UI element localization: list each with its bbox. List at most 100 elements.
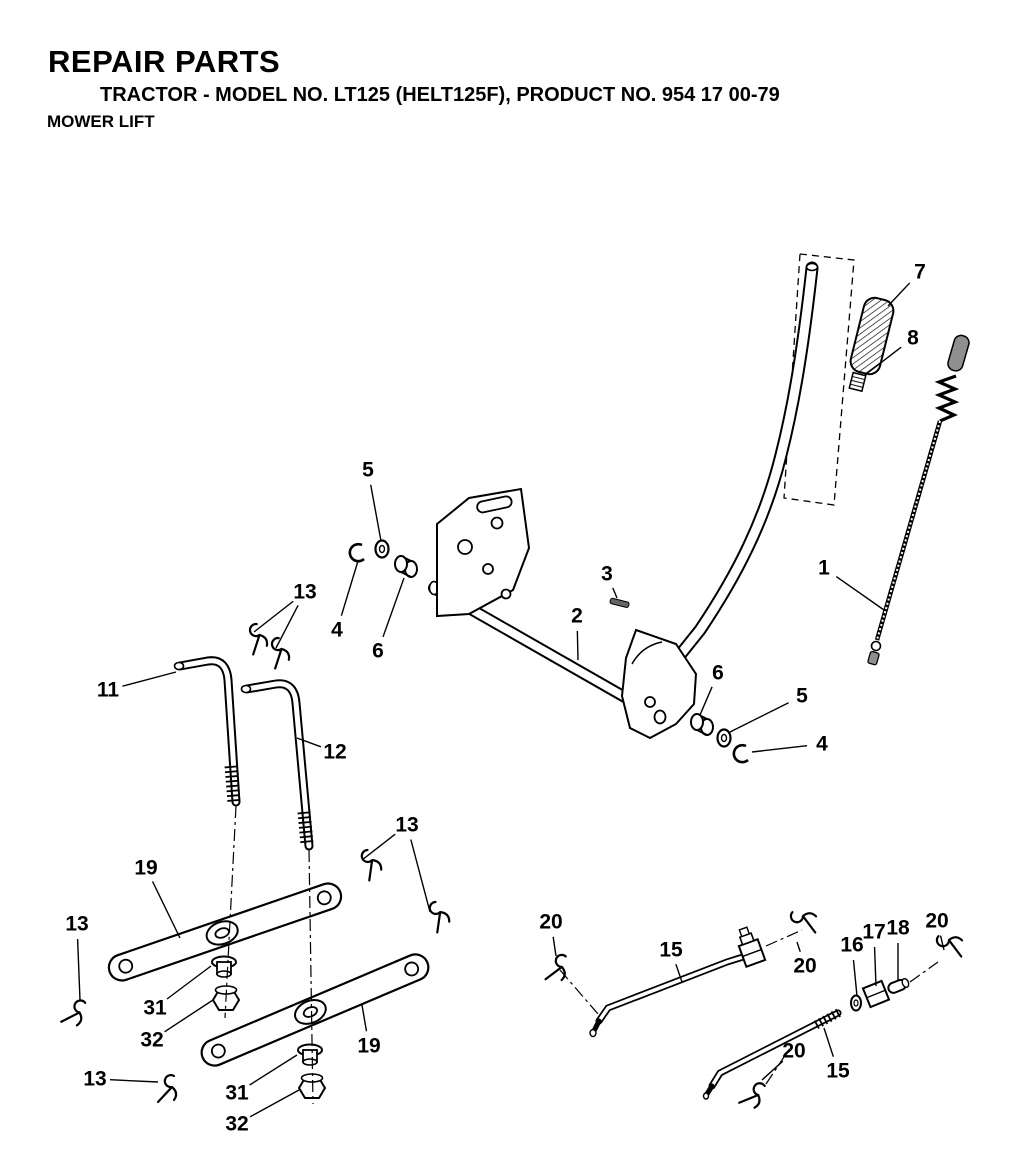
part-number-label: 32 — [225, 1113, 248, 1136]
part-callout-13: 13 — [83, 1068, 159, 1091]
hairpin-clip — [420, 898, 454, 934]
part-callout-4: 4 — [331, 560, 359, 642]
leader-line — [864, 346, 902, 376]
rod-foot — [589, 1028, 597, 1038]
part-number-label: 15 — [826, 1060, 850, 1083]
shaft-hardware-left — [348, 539, 418, 578]
bracket-hole — [644, 696, 656, 708]
washer-hole — [378, 544, 386, 554]
leader-line — [253, 600, 294, 633]
arm-hole — [210, 1043, 226, 1059]
part-callout-32: 32 — [140, 999, 214, 1052]
shaft-bushing — [394, 555, 418, 578]
lift-cable-assembly — [867, 334, 970, 666]
part-number-label: 13 — [293, 581, 316, 604]
part-callout-5: 5 — [362, 459, 382, 542]
leader-line — [675, 963, 683, 983]
part-callout-13: 13 — [65, 913, 89, 1001]
part-callout-19: 19 — [134, 857, 181, 939]
part-callout-7: 7 — [887, 261, 926, 307]
leader-line — [109, 1079, 159, 1083]
plate-hole — [500, 588, 512, 600]
shaft-bushing — [690, 713, 714, 736]
part-callout-1: 1 — [818, 557, 885, 611]
rod-foot — [702, 1092, 710, 1100]
trunnion-block — [861, 979, 891, 1009]
leader-line — [340, 560, 359, 616]
leader-line — [835, 576, 885, 611]
trunnion-pin — [887, 977, 910, 994]
part-number-label: 5 — [362, 459, 374, 482]
part-number-label: 20 — [782, 1040, 805, 1063]
washer-hole — [720, 733, 728, 743]
hairpin-clip — [240, 621, 271, 656]
shaft-mounting-plate — [436, 487, 531, 618]
part-number-label: 11 — [97, 679, 120, 702]
section-title: MOWER LIFT — [47, 112, 155, 131]
leader-line — [852, 959, 858, 997]
lever-pivot-bracket — [620, 628, 698, 740]
arm-pivot-bore — [214, 927, 230, 939]
part-callout-32: 32 — [225, 1089, 300, 1136]
part-number-label: 17 — [862, 921, 885, 944]
part-callout-13: 13 — [361, 814, 431, 913]
lift-rod-front — [589, 926, 767, 1038]
hairpin-clip — [60, 995, 89, 1030]
lift-link-left — [173, 656, 241, 807]
part-number-label: 13 — [83, 1068, 106, 1091]
cable-rod-coil-texture — [876, 420, 941, 641]
retainer-ring — [348, 542, 365, 563]
cable-lower-tip — [867, 650, 880, 666]
leader-line — [296, 737, 322, 748]
retainer-pin-clip — [544, 951, 570, 984]
leader-line — [410, 839, 431, 913]
lift-arm-lower — [200, 953, 430, 1067]
part-callout-18: 18 — [886, 917, 910, 980]
part-number-label: 16 — [840, 934, 863, 957]
part-number-label: 15 — [659, 939, 683, 962]
part-callout-6: 6 — [699, 662, 724, 716]
part-number-label: 3 — [601, 563, 613, 586]
leader-line — [164, 999, 214, 1033]
arm-hole — [316, 890, 332, 906]
leader-line — [275, 604, 299, 649]
part-number-label: 31 — [143, 997, 167, 1020]
pivot-bearing-lower — [297, 1043, 323, 1066]
cable-eyelet — [870, 640, 882, 652]
part-number-label: 1 — [818, 557, 830, 580]
part-number-label: 5 — [796, 685, 808, 708]
retainer-pin-clip — [933, 932, 966, 958]
part-number-label: 7 — [914, 261, 926, 284]
part-number-label: 32 — [140, 1029, 163, 1052]
part-number-label: 19 — [357, 1035, 380, 1058]
part-number-label: 18 — [886, 917, 910, 940]
retainer-pin-clip — [738, 1077, 769, 1112]
pivot-nut-lower — [297, 1073, 327, 1099]
rod-washer-hole — [853, 999, 859, 1007]
part-number-label: 4 — [331, 619, 343, 642]
link-threads — [224, 765, 241, 803]
part-callout-31: 31 — [225, 1054, 298, 1105]
retainer-ring — [732, 743, 749, 764]
plate-hole — [482, 563, 494, 575]
part-number-label: 2 — [571, 605, 583, 628]
shaft-roll-pin — [609, 597, 630, 608]
shaft-right-boss — [653, 709, 667, 725]
leader-line — [727, 702, 789, 734]
hairpin-clip — [262, 635, 293, 670]
leader-line — [699, 686, 713, 716]
part-number-label: 13 — [395, 814, 418, 837]
leader-line — [576, 630, 579, 661]
hairpin-clip — [156, 1074, 178, 1104]
leader-line — [873, 946, 877, 987]
part-callout-4: 4 — [751, 733, 828, 756]
part-callout-19: 19 — [357, 1004, 381, 1058]
part-number-label: 20 — [539, 911, 562, 934]
hidden-center-lines — [224, 805, 939, 1105]
pivot-bearing-upper — [211, 955, 237, 978]
part-callout-5: 5 — [727, 685, 808, 734]
lift-rod-rear — [702, 977, 910, 1100]
